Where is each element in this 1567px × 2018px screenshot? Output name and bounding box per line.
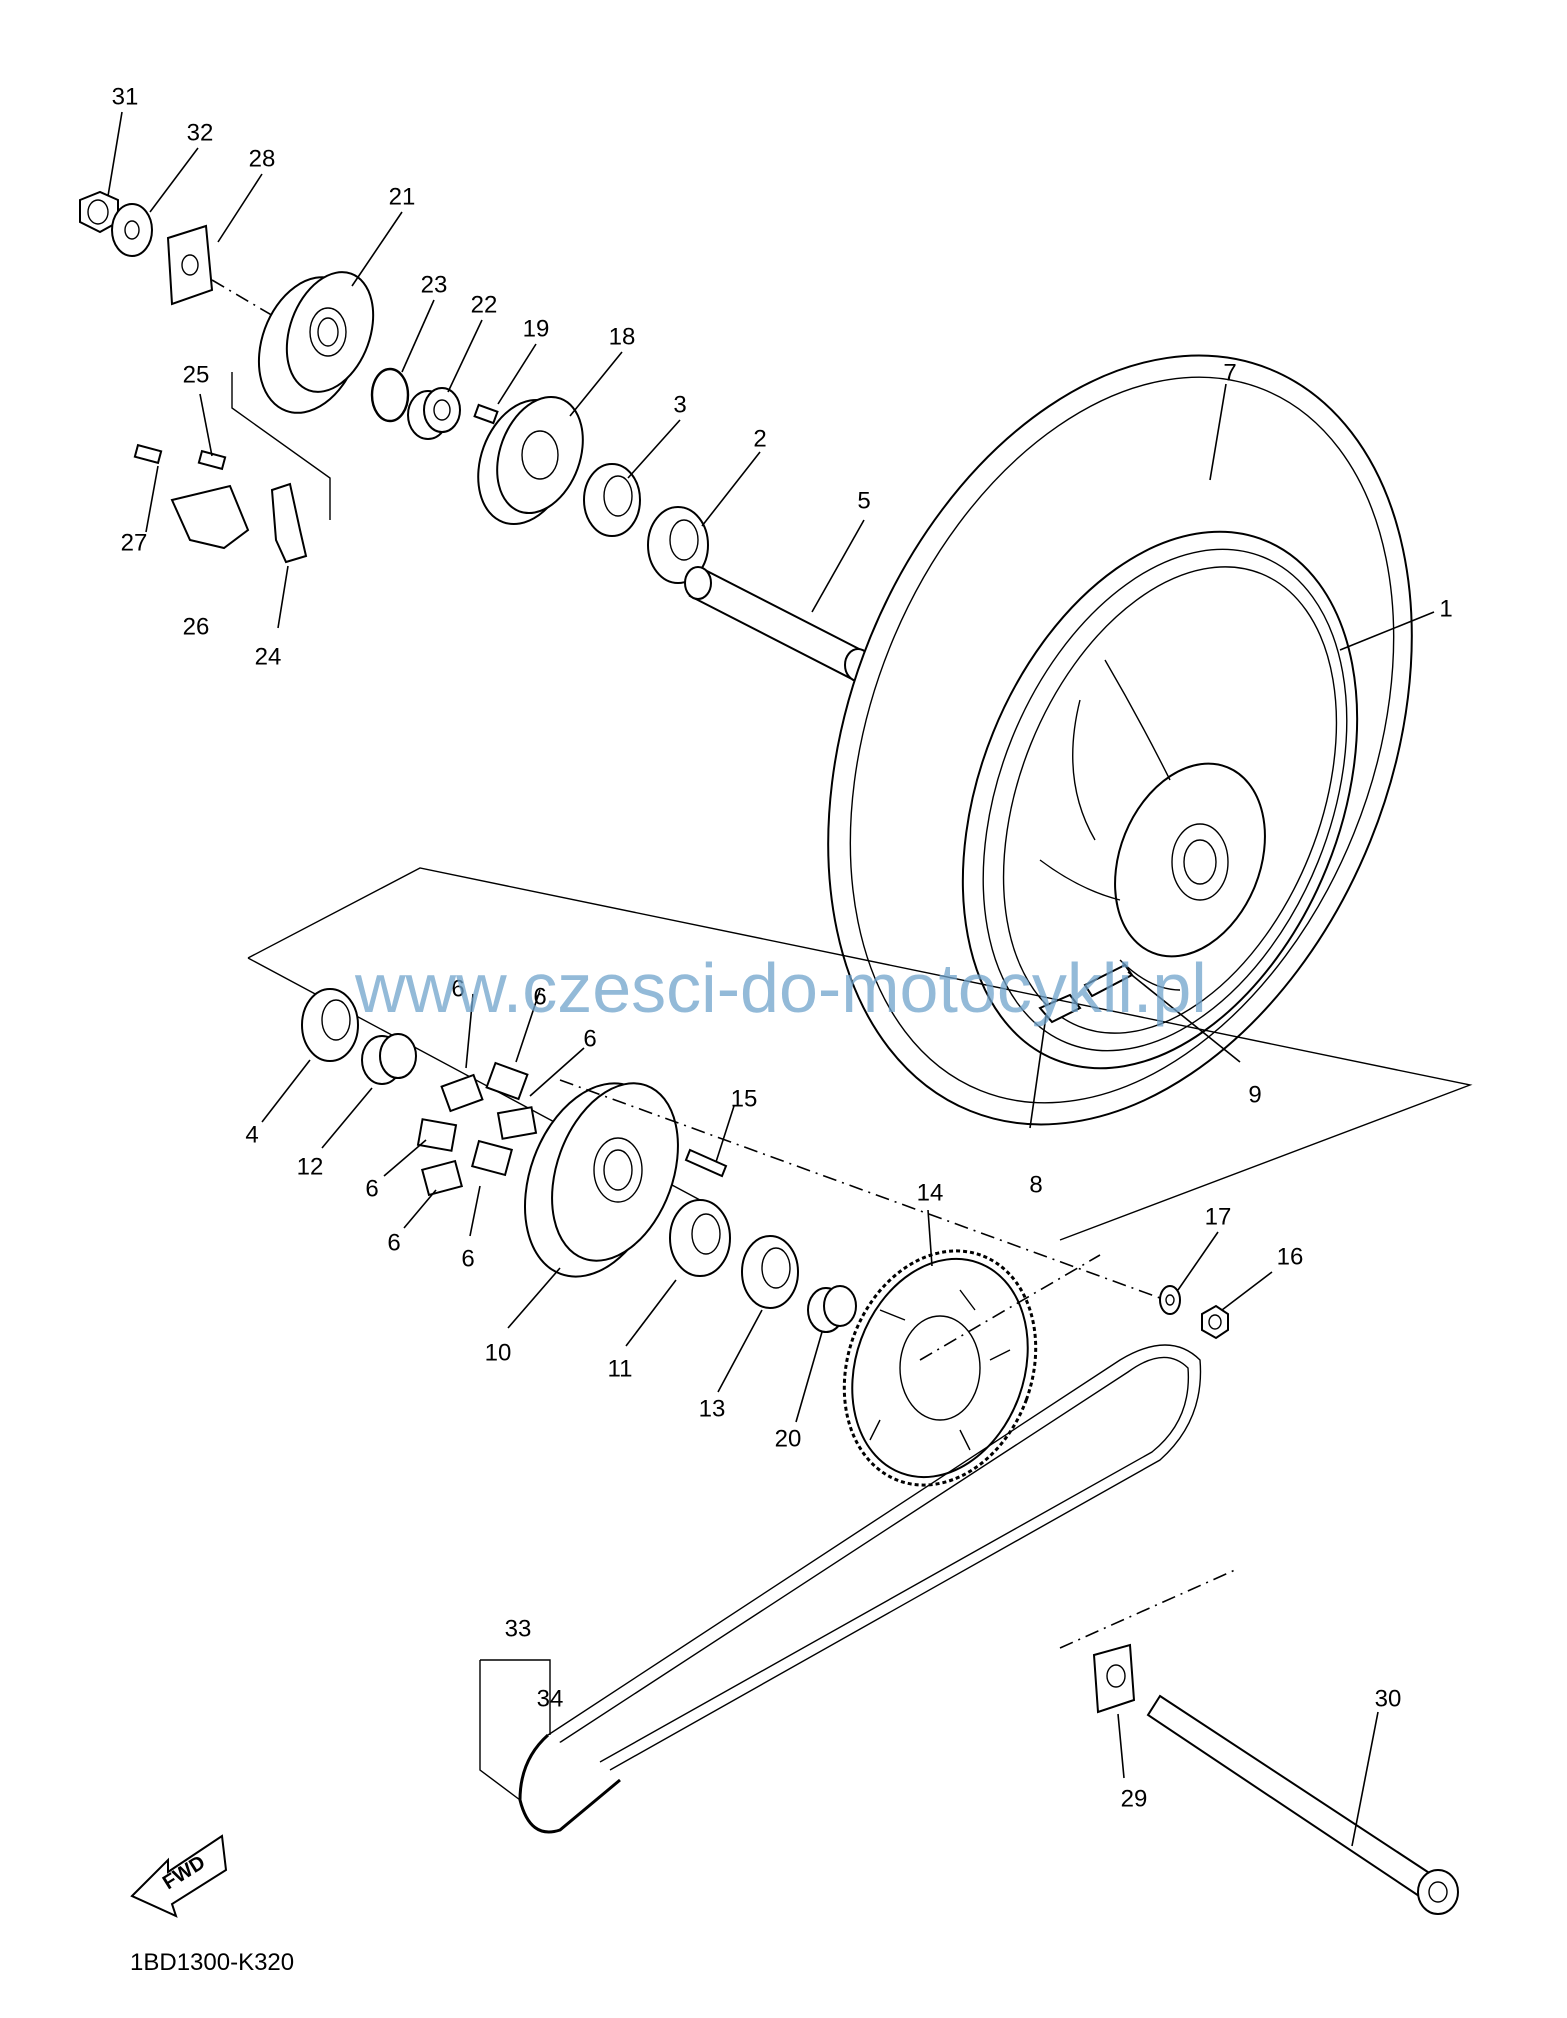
callout-15: 15	[731, 1085, 758, 1112]
part-washer-32	[111, 203, 153, 257]
part-damper-6-set	[416, 1061, 538, 1197]
callout-9: 9	[1248, 1081, 1261, 1108]
part-plate-18	[477, 395, 584, 525]
part-guide-26	[170, 484, 250, 550]
callout-14: 14	[917, 1179, 944, 1206]
part-wheel-1	[961, 530, 1359, 1070]
callout-4: 4	[245, 1121, 258, 1148]
part-plate-28	[166, 224, 214, 306]
callout-32: 32	[187, 119, 214, 146]
callout-25: 25	[183, 361, 210, 388]
callout-11: 11	[608, 1355, 633, 1382]
callout-1: 1	[1439, 595, 1452, 622]
part-stud-15	[684, 1148, 728, 1178]
part-bolt-19	[473, 403, 499, 425]
callout-6a: 6	[451, 975, 464, 1002]
callout-18: 18	[609, 323, 636, 350]
callout-33: 33	[505, 1615, 532, 1642]
part-bearing-4	[301, 988, 359, 1062]
callout-7: 7	[1223, 359, 1236, 386]
callout-17: 17	[1205, 1203, 1232, 1230]
callout-24: 24	[255, 643, 282, 670]
watermark: www.czesci-do-motocykli.pl	[354, 949, 1207, 1027]
part-hub-plate-21	[257, 271, 375, 414]
part-collar-12	[361, 1033, 417, 1085]
callout-34: 34	[537, 1685, 564, 1712]
callout-21: 21	[389, 183, 416, 210]
callout-31: 31	[112, 83, 139, 110]
leader-lines	[107, 111, 1435, 1847]
part-clutch-hub-10	[523, 1082, 679, 1278]
callout-30: 30	[1375, 1685, 1402, 1712]
part-oil-seal-13	[741, 1235, 799, 1309]
part-sprocket-14	[842, 1249, 1038, 1487]
part-nut-16	[1201, 1304, 1229, 1340]
callout-5: 5	[857, 487, 870, 514]
part-bearing-11	[669, 1199, 731, 1277]
callout-12: 12	[297, 1153, 324, 1180]
callout-6c: 6	[583, 1025, 596, 1052]
part-collar-20	[807, 1285, 857, 1333]
part-bracket-24	[270, 482, 308, 564]
part-oring-23	[370, 367, 410, 423]
callout-22: 22	[471, 291, 498, 318]
callout-3: 3	[673, 391, 686, 418]
part-bolt-27	[133, 443, 163, 465]
callout-16: 16	[1277, 1243, 1304, 1270]
part-collar-22	[407, 387, 461, 440]
part-oil-seal-3	[583, 463, 641, 537]
part-plate-29	[1092, 1643, 1136, 1714]
part-bolt-25	[197, 449, 227, 471]
part-spacer-5	[684, 566, 872, 682]
callout-23: 23	[421, 271, 448, 298]
part-axle-30	[1146, 1694, 1459, 1915]
part-chain-33	[518, 1344, 1202, 1834]
callout-6e: 6	[387, 1229, 400, 1256]
callout-13: 13	[699, 1395, 726, 1422]
forward-arrow-icon: FWD	[130, 1834, 228, 1918]
diagram-code: 1BD1300-K320	[130, 1949, 294, 1976]
callout-19: 19	[523, 315, 550, 342]
callout-6f: 6	[461, 1245, 474, 1272]
callout-8: 8	[1029, 1171, 1042, 1198]
callout-28: 28	[249, 145, 276, 172]
callout-6b: 6	[533, 983, 546, 1010]
callout-26: 26	[183, 613, 210, 640]
part-washer-17	[1159, 1285, 1181, 1315]
callout-2: 2	[753, 425, 766, 452]
callout-20: 20	[775, 1425, 802, 1452]
callout-29: 29	[1121, 1785, 1148, 1812]
callout-27: 27	[121, 529, 148, 556]
callout-10: 10	[485, 1339, 512, 1366]
callout-6d: 6	[365, 1175, 378, 1202]
part-bearing-2	[647, 506, 709, 584]
